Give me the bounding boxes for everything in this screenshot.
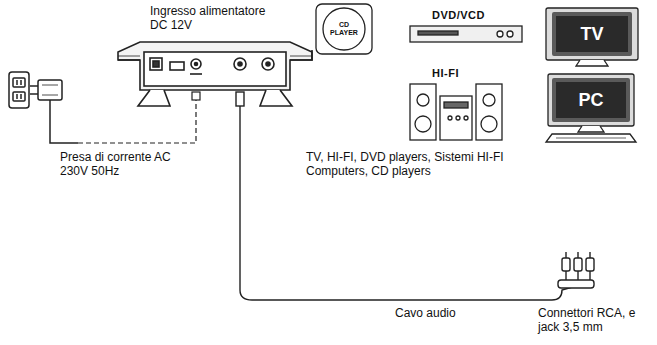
device-housing-part [138,90,170,106]
hifi-icon-part [476,84,502,140]
tv-icon-part [576,60,608,66]
tv-screen: TV [552,12,632,56]
hifi-icon [410,84,502,140]
pc-icon [546,74,636,142]
wall-outlet-part [13,92,25,101]
caption-label: Connettori RCA, e jack 3,5 mm [538,306,650,334]
cd-player-icon-part [316,4,372,54]
hifi-icon-part [444,102,468,108]
pc-icon-part [546,134,636,142]
hifi-icon-part [417,94,429,106]
icon-text: TV [580,24,603,44]
dvd-player-icon-part [497,31,503,37]
hifi-icon-part [448,116,452,120]
power-adapter-part [42,95,58,96]
device-housing-part [290,50,312,60]
device-housing-part [153,61,159,67]
device-housing-part [118,42,312,90]
device-housing-part [195,63,198,66]
device-housing-part [190,73,202,75]
audio-cable-part [558,280,594,288]
cd-disc: CD PLAYER [318,6,370,52]
icon-text: CD PLAYER [329,21,359,37]
caption-label: Cavo audio [395,306,456,320]
disc-outline [323,8,365,50]
power-adapter [30,80,78,143]
power-adapter-part [30,85,38,87]
audio-cable-part-part [586,258,594,271]
device-housing-part [118,59,140,61]
caption-label: Ingresso alimentatore DC 12V [150,4,282,32]
audio-cable-part [562,258,594,271]
audio-cable-part [240,106,576,300]
power-adapter-part [50,100,78,143]
hifi-icon-part [456,116,460,120]
cd-player-icon [316,4,372,54]
pc-screen: PC [552,78,630,122]
caption-label: DVD/VCD [432,8,485,22]
device-housing-part [266,62,270,66]
power-adapter-part [38,80,62,100]
device-housing-part [262,58,274,70]
device-housing-part [234,58,246,70]
audio-cable-part-part [562,258,570,271]
hifi-icon-part [410,84,436,140]
caption-label: TV, HI-FI, DVD players, Sistemi HI-FI Co… [306,150,538,178]
tv-icon-part [546,8,638,60]
hifi-icon-part [481,116,497,132]
dvd-player-icon-part [410,26,522,42]
device-housing-part [290,56,312,57]
hifi-icon-part [483,94,495,106]
device-housing-part [150,58,162,70]
device-housing-part [191,59,201,69]
audio-cable-part [236,92,244,106]
audio-cable-part [566,252,590,258]
device-housing [118,42,312,106]
pc-icon-part [578,126,604,132]
audio-cable-part-part [574,258,582,271]
power-adapter-part [42,85,58,86]
wall-outlet [9,72,29,108]
power-lead [78,92,200,143]
wall-outlet-part [9,72,29,108]
hifi-icon-part [464,116,468,120]
device-housing-part [260,90,292,106]
hifi-icon-part [415,116,431,132]
icon-text: PC [578,90,603,110]
wall-outlet-part [16,80,18,85]
power-lead-part [192,92,200,100]
audio-cable [236,92,594,300]
dvd-player-icon [410,26,522,42]
device-housing-part [144,52,286,86]
wall-outlet-part [13,78,25,87]
power-adapter-part [30,93,38,95]
device-housing-part [238,62,242,66]
wall-outlet-part [20,94,22,99]
dvd-player-icon-part [418,31,458,35]
hifi-icon-part [440,96,472,140]
caption-label: Presa di corrente AC 230V 50Hz [60,150,180,178]
pc-icon-part [548,74,634,126]
device-housing-part [118,56,140,57]
dvd-player-icon-part [507,31,513,37]
device-housing-part [170,62,184,70]
wall-outlet-part [16,94,18,99]
pc-icon-part [556,138,626,139]
caption-label: HI-FI [432,66,459,80]
tv-icon [546,8,638,66]
wall-outlet-part [20,80,22,85]
